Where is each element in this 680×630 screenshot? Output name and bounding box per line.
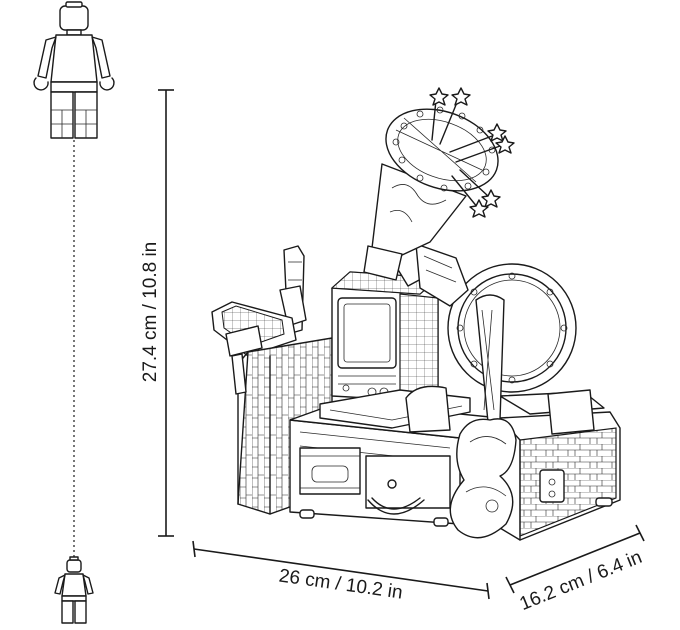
- depth-dimension: 16.2 cm / 6.4 in: [505, 524, 645, 615]
- minifigure-small-icon: [54, 556, 94, 624]
- minifigure-large-icon: [33, 1, 115, 139]
- guitar: [449, 294, 517, 539]
- sculpture-cone: [363, 163, 467, 281]
- left-stand: [225, 325, 263, 395]
- tv-cabinet: [330, 271, 440, 403]
- width-label: 26 cm / 10.2 in: [278, 565, 404, 603]
- porthole: [447, 263, 577, 393]
- height-dimension: 27.4 cm / 10.8 in: [140, 89, 174, 537]
- sculpture-stars: [429, 87, 515, 218]
- sculpture-ring: [385, 106, 499, 192]
- front-ledge: [319, 385, 471, 433]
- base-block-right: [499, 411, 621, 541]
- height-label: 27.4 cm / 10.8 in: [140, 242, 161, 382]
- model-drawing: [211, 87, 621, 541]
- width-dimension: 26 cm / 10.2 in: [192, 540, 490, 604]
- right-platform: [499, 389, 605, 435]
